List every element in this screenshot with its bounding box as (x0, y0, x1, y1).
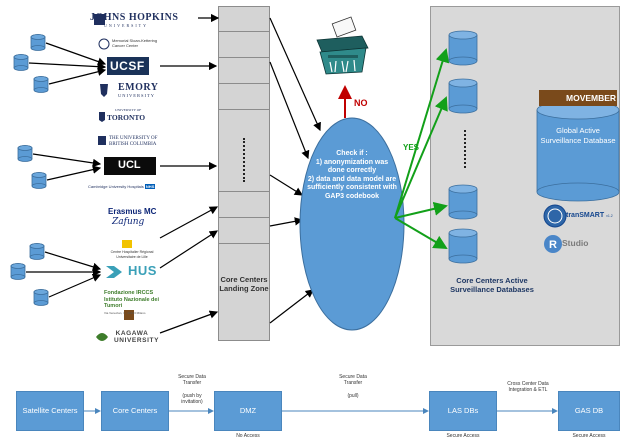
check-criteria-text: Check if : 1) anonymization was done cor… (307, 150, 397, 200)
rstudio-circle (544, 235, 562, 253)
satellite-db (10, 263, 26, 280)
logo-movember-box (539, 90, 617, 106)
satellite-db (31, 172, 47, 189)
satellite-db-group-3 (10, 243, 102, 306)
logo-cambridge: Cambridge University Hospitals NHS (88, 184, 156, 189)
integration-label: Cross Center Data Integration & ETL (507, 381, 549, 394)
flow-box-satellite: Satellite Centers (16, 391, 84, 431)
landing-zone-label: Core Centers Landing Zone (219, 275, 269, 293)
transmart-circle (543, 204, 567, 228)
logo-ucsf: UCSF (110, 59, 145, 73)
satellite-db-group-2 (17, 145, 102, 189)
access-las: Secure Access (446, 433, 480, 439)
flow-box-las: LAS DBs (429, 391, 497, 431)
yes-arrows (394, 48, 450, 250)
toronto-shield (99, 112, 105, 122)
svg-text:R: R (549, 239, 557, 251)
logo-movember: MOVEMBER (566, 93, 617, 103)
kagawa-leaf (96, 333, 108, 341)
msk-emblem (98, 38, 110, 50)
global-database (536, 100, 620, 202)
active-surveillance-label: Core Centers Active Surveillance Databas… (450, 276, 534, 294)
hus-emblem (106, 266, 122, 278)
access-gas: Secure Access (572, 433, 606, 439)
satellite-db (17, 145, 33, 162)
logo-irccs: Fondazione IRCCS Istituto Nazionale dei … (104, 290, 160, 315)
emory-shield (100, 84, 108, 97)
landing-ellipsis (243, 138, 249, 182)
satellite-db (33, 289, 49, 306)
database-ellipsis (464, 130, 470, 168)
satellite-db (30, 34, 46, 51)
logo-to-landing-arrows (159, 13, 220, 334)
flow-box-dmz: DMZ (214, 391, 282, 431)
jhu-shield (94, 14, 105, 25)
satellite-db (33, 76, 49, 93)
yes-label: YES (403, 143, 420, 152)
logo-ucsf-box (107, 57, 149, 75)
flow-box-gas: GAS DB (558, 391, 620, 431)
logo-transmart: tranSMART v1.2 (566, 212, 613, 219)
logo-hus: HUS (128, 263, 157, 278)
logo-johns-hopkins: JOHNS HOPKINS UNIVERSITY (90, 12, 179, 28)
ubc-shield (98, 136, 106, 145)
satellite-db (29, 243, 45, 260)
transfer-label-pull: Secure Data Transfer (pull) (339, 374, 367, 399)
chr-emblem (122, 240, 132, 248)
access-dmz: No Access (236, 433, 260, 439)
logo-erasmus: Erasmus MC Zafung (108, 207, 157, 227)
transfer-label-push: Secure Data Transfer (push by invitation… (178, 374, 206, 405)
logo-ucl: UCL (118, 159, 141, 171)
logo-msk: Memorial Sloan-Kettering Cancer Center (112, 38, 158, 48)
satellite-db-group-1 (13, 34, 107, 93)
logo-chr-lille: Centre Hospitalier Régional Universitair… (110, 250, 154, 259)
logo-emory: EMORY UNIVERSITY (118, 82, 159, 98)
kagawa-emblem (124, 310, 134, 320)
flow-box-core: Core Centers (101, 391, 169, 431)
shredder-icon (316, 16, 369, 75)
logo-rstudio: Studio (562, 238, 589, 248)
global-db-label: Global Active Surveillance Database (540, 126, 616, 145)
logo-ubc: THE UNIVERSITY OF BRITISH COLUMBIA (109, 136, 158, 147)
landing-to-check-arrows (269, 17, 321, 324)
satellite-db (13, 54, 29, 71)
logo-kagawa: KAGAWA UNIVERSITY (114, 330, 160, 344)
no-label: NO (354, 98, 368, 108)
core-center-dbs (448, 30, 478, 264)
logo-toronto: UNIVERSITY OF TORONTO (107, 108, 146, 122)
logo-ucl-box (104, 157, 156, 175)
